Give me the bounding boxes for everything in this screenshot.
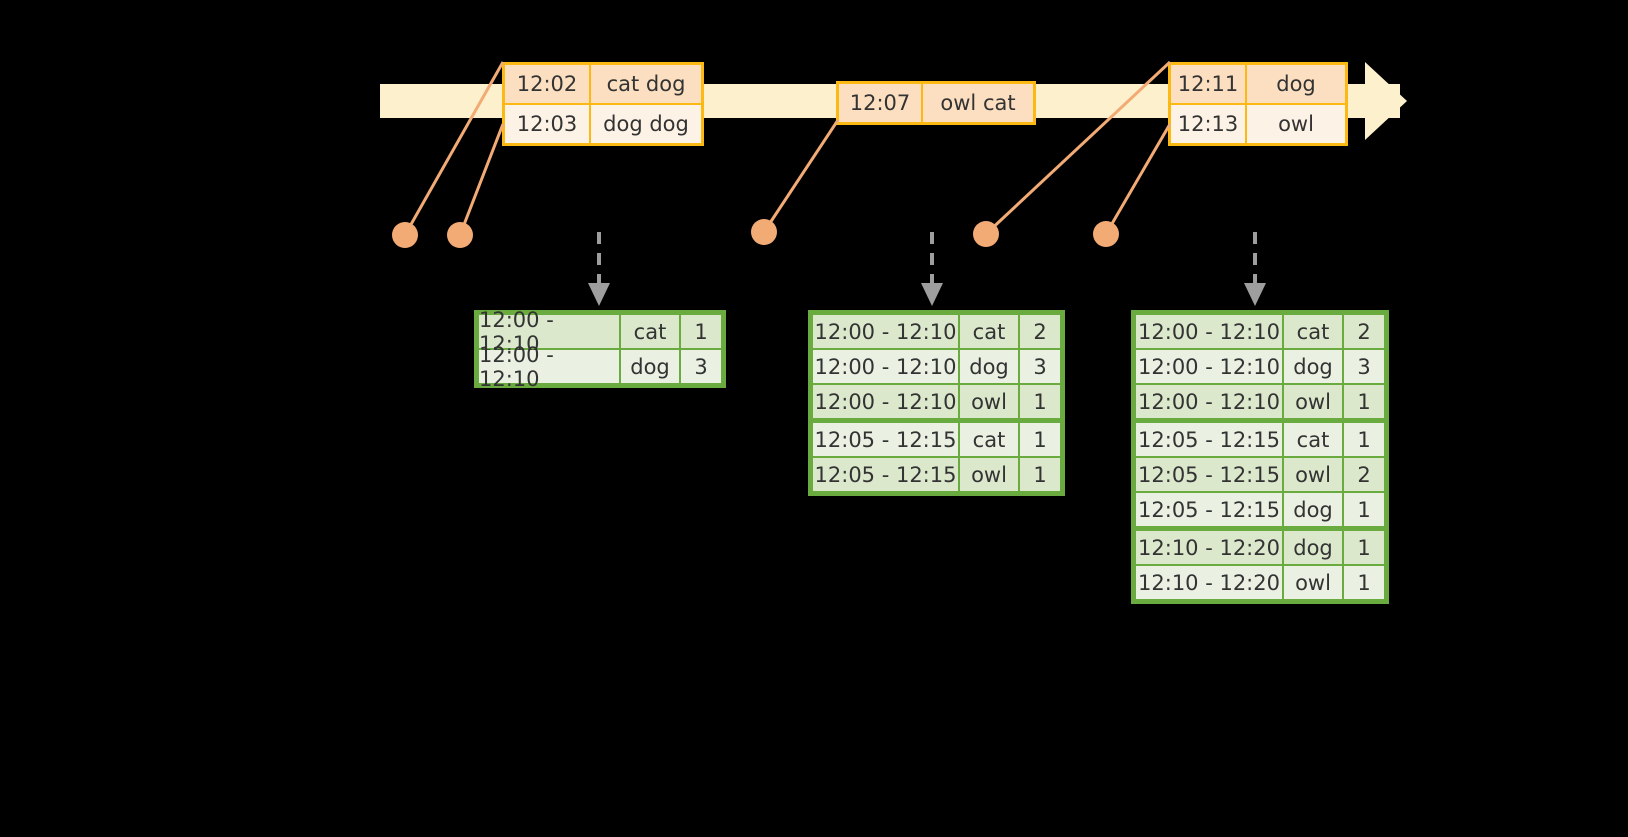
event-words: owl cat — [921, 84, 1033, 122]
event-words: dog dog — [589, 105, 701, 143]
word-cell: owl — [1284, 458, 1342, 491]
window-range: 12:00 - 12:10 — [479, 343, 619, 391]
count-cell: 2 — [1344, 315, 1384, 348]
window-range: 12:05 - 12:15 — [813, 458, 958, 491]
count-cell: 1 — [1344, 566, 1384, 599]
event-dot-1 — [392, 222, 418, 248]
timeline-arrow-icon — [1365, 62, 1407, 140]
event-time: 12:11 — [1171, 65, 1245, 103]
word-cell: owl — [960, 385, 1018, 418]
table-row: 12:10 - 12:20 dog 1 — [1135, 527, 1385, 565]
table-row: 12:05 - 12:15 owl 2 — [1135, 457, 1385, 492]
table-row: 12:05 - 12:15 cat 1 — [1135, 419, 1385, 457]
event-row: 12:02 cat dog — [505, 65, 701, 103]
window-range: 12:10 - 12:20 — [1136, 531, 1282, 564]
table-row: 12:00 - 12:10 cat 2 — [812, 314, 1061, 349]
event-group-2: 12:07 owl cat — [836, 81, 1036, 125]
word-cell: dog — [1284, 493, 1342, 526]
table-row: 12:00 - 12:10 dog 3 — [1135, 349, 1385, 384]
window-range: 12:00 - 12:10 — [1136, 350, 1282, 383]
count-cell: 1 — [1020, 458, 1060, 491]
count-cell: 2 — [1020, 315, 1060, 348]
table-row: 12:05 - 12:15 cat 1 — [812, 419, 1061, 457]
table-row: 12:05 - 12:15 dog 1 — [1135, 492, 1385, 527]
word-cell: cat — [1284, 315, 1342, 348]
count-cell: 3 — [1344, 350, 1384, 383]
count-cell: 1 — [1344, 385, 1384, 418]
window-range: 12:00 - 12:10 — [1136, 315, 1282, 348]
word-cell: owl — [1284, 385, 1342, 418]
event-time: 12:03 — [505, 105, 589, 143]
window-range: 12:00 - 12:10 — [813, 315, 958, 348]
word-cell: dog — [960, 350, 1018, 383]
table-row: 12:00 - 12:10 dog 3 — [812, 349, 1061, 384]
event-row: 12:03 dog dog — [505, 103, 701, 143]
event-words: owl — [1245, 105, 1345, 143]
window-range: 12:10 - 12:20 — [1136, 566, 1282, 599]
table-row: 12:00 - 12:10 dog 3 — [478, 343, 722, 391]
window-range: 12:05 - 12:15 — [1136, 423, 1282, 456]
event-time: 12:07 — [839, 84, 921, 122]
result-table-3: 12:00 - 12:10 cat 2 12:00 - 12:10 dog 3 … — [1131, 310, 1389, 604]
result-table-1: 12:00 - 12:10 cat 1 12:00 - 12:10 dog 3 — [474, 308, 726, 391]
table-row: 12:00 - 12:10 owl 1 — [1135, 384, 1385, 419]
count-cell: 2 — [1344, 458, 1384, 491]
event-dot-5 — [1093, 221, 1119, 247]
event-time: 12:02 — [505, 65, 589, 103]
word-cell: cat — [960, 315, 1018, 348]
event-dot-2 — [447, 222, 473, 248]
word-cell: dog — [1284, 350, 1342, 383]
event-dot-3 — [751, 219, 777, 245]
word-cell: dog — [621, 350, 679, 383]
result-table-2: 12:00 - 12:10 cat 2 12:00 - 12:10 dog 3 … — [808, 310, 1065, 496]
count-cell: 3 — [1020, 350, 1060, 383]
event-row: 12:11 dog — [1171, 65, 1345, 103]
word-cell: dog — [1284, 531, 1342, 564]
window-range: 12:00 - 12:10 — [813, 385, 958, 418]
count-cell: 1 — [1344, 531, 1384, 564]
event-row: 12:13 owl — [1171, 103, 1345, 143]
word-cell: owl — [960, 458, 1018, 491]
count-cell: 1 — [1020, 423, 1060, 456]
table-row: 12:10 - 12:20 owl 1 — [1135, 565, 1385, 600]
count-cell: 1 — [1020, 385, 1060, 418]
table-row: 12:00 - 12:10 owl 1 — [812, 384, 1061, 419]
count-cell: 1 — [1344, 493, 1384, 526]
event-words: dog — [1245, 65, 1345, 103]
window-range: 12:00 - 12:10 — [813, 350, 958, 383]
event-group-3: 12:11 dog 12:13 owl — [1168, 62, 1348, 146]
word-cell: cat — [1284, 423, 1342, 456]
event-words: cat dog — [589, 65, 701, 103]
window-range: 12:05 - 12:15 — [1136, 458, 1282, 491]
window-range: 12:05 - 12:15 — [1136, 493, 1282, 526]
table-row: 12:00 - 12:10 cat 2 — [1135, 314, 1385, 349]
word-cell: cat — [621, 315, 679, 348]
word-cell: owl — [1284, 566, 1342, 599]
event-dot-4 — [973, 221, 999, 247]
table-row: 12:05 - 12:15 owl 1 — [812, 457, 1061, 492]
word-cell: cat — [960, 423, 1018, 456]
event-row: 12:07 owl cat — [839, 84, 1033, 122]
count-cell: 3 — [681, 350, 721, 383]
count-cell: 1 — [1344, 423, 1384, 456]
count-cell: 1 — [681, 315, 721, 348]
window-range: 12:05 - 12:15 — [813, 423, 958, 456]
event-group-1: 12:02 cat dog 12:03 dog dog — [502, 62, 704, 146]
event-time: 12:13 — [1171, 105, 1245, 143]
window-range: 12:00 - 12:10 — [1136, 385, 1282, 418]
